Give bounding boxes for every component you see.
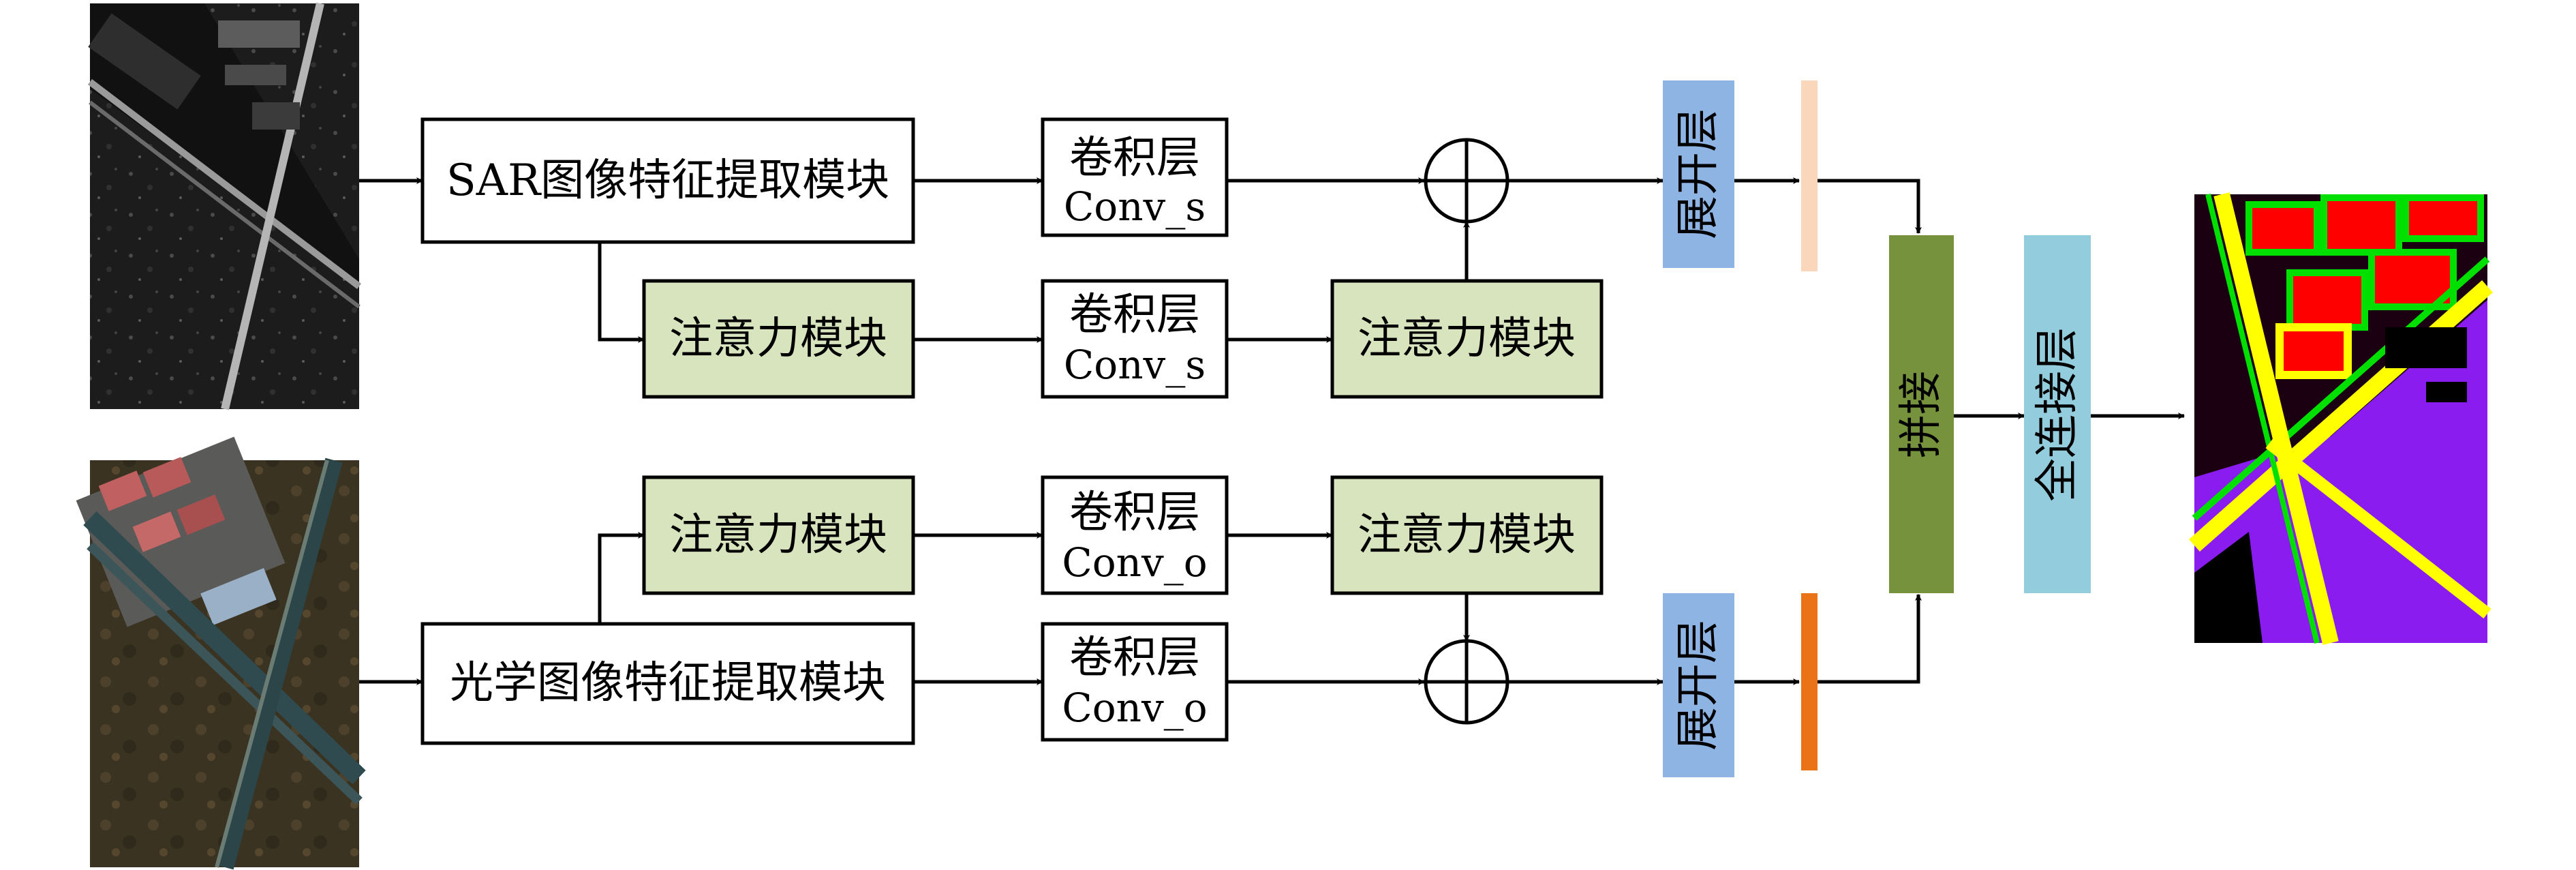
optical-flatten-vector xyxy=(1801,593,1818,770)
optical-sum-node xyxy=(1424,639,1509,725)
optical-flatten: 展开层 xyxy=(1663,593,1734,777)
sar-attention-1: 注意力模块 xyxy=(642,279,915,399)
sar-attention-1-label: 注意力模块 xyxy=(669,314,887,364)
optical-attention-1-label: 注意力模块 xyxy=(669,510,887,560)
sar-flatten-vector xyxy=(1801,80,1818,271)
optical-flatten-label: 展开层 xyxy=(1673,620,1723,751)
sar-input-image xyxy=(87,2,362,410)
optical-conv-bottom: 卷积层 Conv_o xyxy=(1041,622,1229,742)
sar-attention-2-label: 注意力模块 xyxy=(1358,314,1576,364)
optical-input-image xyxy=(76,436,366,870)
sar-sum-node xyxy=(1424,138,1509,224)
optical-feature-module: 光学图像特征提取模块 xyxy=(420,622,915,745)
optical-conv-bottom-cn: 卷积层 xyxy=(1069,633,1200,683)
sar-conv-mid: 卷积层 Conv_s xyxy=(1041,279,1229,399)
sar-flatten-label: 展开层 xyxy=(1673,108,1723,239)
fully-connected-label: 全连接层 xyxy=(2032,327,2083,502)
optical-connectors xyxy=(359,532,1922,685)
optical-attention-2-label: 注意力模块 xyxy=(1358,510,1576,560)
sar-conv-mid-en: Conv_s xyxy=(1064,342,1206,388)
optical-conv-mid: 卷积层 Conv_o xyxy=(1041,475,1229,595)
optical-attention-1: 注意力模块 xyxy=(642,475,915,595)
classification-output-image xyxy=(2189,192,2493,645)
sar-conv-top-en: Conv_s xyxy=(1064,183,1206,230)
sar-feature-module: SAR图像特征提取模块 xyxy=(420,117,915,244)
optical-conv-mid-cn: 卷积层 xyxy=(1069,487,1200,538)
sar-flatten: 展开层 xyxy=(1663,80,1734,268)
optical-attention-2: 注意力模块 xyxy=(1330,475,1604,595)
sar-conv-top-cn: 卷积层 xyxy=(1069,133,1200,183)
concat-block: 拼接 xyxy=(1889,235,1954,593)
concat-label: 拼接 xyxy=(1896,371,1946,458)
sar-conv-top: 卷积层 Conv_s xyxy=(1041,117,1229,237)
sar-feature-module-label: SAR图像特征提取模块 xyxy=(446,155,889,206)
sar-attention-2: 注意力模块 xyxy=(1330,279,1604,399)
optical-conv-mid-en: Conv_o xyxy=(1062,539,1207,586)
optical-conv-bottom-en: Conv_o xyxy=(1062,685,1207,731)
optical-feature-module-label: 光学图像特征提取模块 xyxy=(450,658,886,708)
sar-conv-mid-cn: 卷积层 xyxy=(1069,290,1200,340)
fully-connected-block: 全连接层 xyxy=(2024,235,2091,593)
sar-connectors xyxy=(359,177,1922,343)
